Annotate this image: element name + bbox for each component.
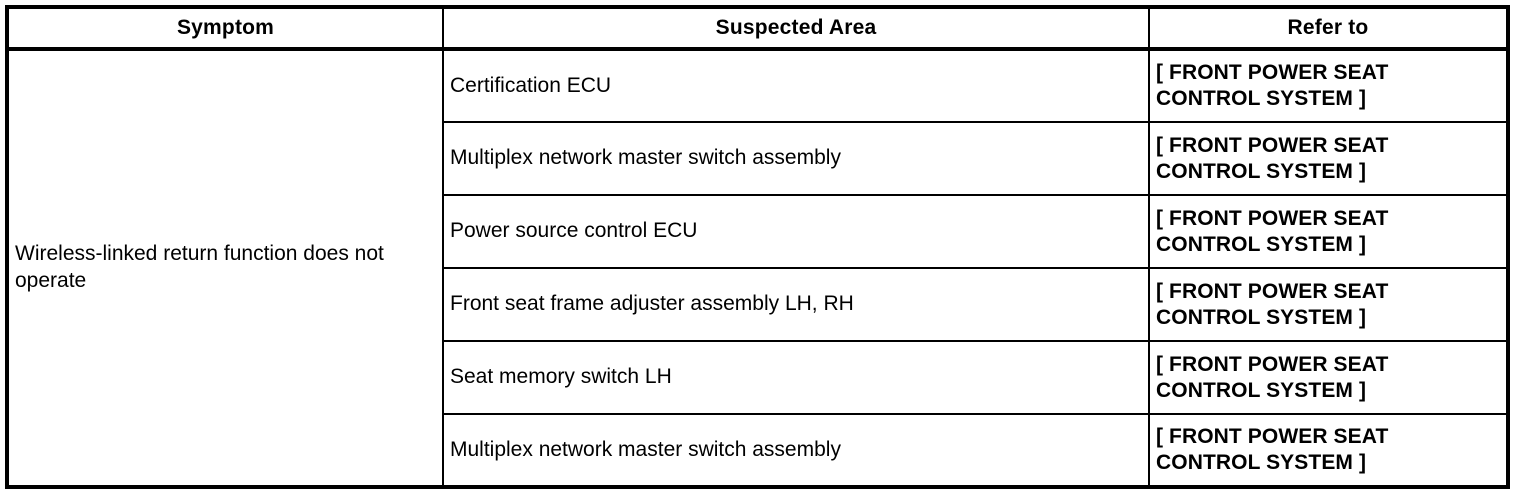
column-header-symptom: Symptom <box>7 7 444 51</box>
suspected-area-cell: Seat memory switch LH <box>443 340 1150 414</box>
refer-to-cell: [ FRONT POWER SEAT CONTROL SYSTEM ] <box>1149 413 1508 487</box>
header-row: Symptom Suspected Area Refer to <box>7 7 1508 51</box>
refer-to-line-1: [ FRONT POWER SEAT <box>1156 133 1389 157</box>
refer-to-cell: [ FRONT POWER SEAT CONTROL SYSTEM ] <box>1149 267 1508 341</box>
refer-to-cell: [ FRONT POWER SEAT CONTROL SYSTEM ] <box>1149 194 1508 268</box>
column-header-suspected-area: Suspected Area <box>443 7 1150 51</box>
refer-to-line-2: CONTROL SYSTEM ] <box>1156 305 1367 329</box>
refer-to-cell: [ FRONT POWER SEAT CONTROL SYSTEM ] <box>1149 121 1508 195</box>
refer-to-line-2: CONTROL SYSTEM ] <box>1156 87 1367 110</box>
refer-to-line-2: CONTROL SYSTEM ] <box>1156 159 1367 183</box>
table-row: Seat memory switch LH [ FRONT POWER SEAT… <box>7 340 1508 414</box>
refer-to-line-2: CONTROL SYSTEM ] <box>1156 451 1367 474</box>
suspected-area-cell: Certification ECU <box>443 49 1150 122</box>
symptom-diagnosis-table: Symptom Suspected Area Refer to Wireless… <box>5 5 1510 489</box>
suspected-area-cell: Power source control ECU <box>443 194 1150 268</box>
refer-to-line-1: [ FRONT POWER SEAT <box>1156 206 1389 230</box>
table-row: Power source control ECU [ FRONT POWER S… <box>7 194 1508 268</box>
refer-to-line-1: [ FRONT POWER SEAT <box>1156 425 1389 449</box>
table-header: Symptom Suspected Area Refer to <box>7 7 1508 51</box>
refer-to-cell: [ FRONT POWER SEAT CONTROL SYSTEM ] <box>1149 340 1508 414</box>
symptom-cell: Wireless-linked return function does not… <box>7 49 444 487</box>
refer-to-line-1: [ FRONT POWER SEAT <box>1156 61 1389 85</box>
suspected-area-cell: Front seat frame adjuster assembly LH, R… <box>443 267 1150 341</box>
table-body: Wireless-linked return function does not… <box>7 49 1508 487</box>
refer-to-line-2: CONTROL SYSTEM ] <box>1156 378 1367 402</box>
refer-to-cell: [ FRONT POWER SEAT CONTROL SYSTEM ] <box>1149 49 1508 122</box>
table-row: Multiplex network master switch assembly… <box>7 121 1508 195</box>
suspected-area-cell: Multiplex network master switch assembly <box>443 121 1150 195</box>
table-row: Front seat frame adjuster assembly LH, R… <box>7 267 1508 341</box>
refer-to-line-2: CONTROL SYSTEM ] <box>1156 232 1367 256</box>
table-row: Multiplex network master switch assembly… <box>7 413 1508 487</box>
table-row: Wireless-linked return function does not… <box>7 49 1508 487</box>
refer-to-line-1: [ FRONT POWER SEAT <box>1156 352 1389 376</box>
refer-to-line-1: [ FRONT POWER SEAT <box>1156 279 1389 303</box>
suspected-area-cell: Multiplex network master switch assembly <box>443 413 1150 487</box>
column-header-refer-to: Refer to <box>1149 7 1508 51</box>
